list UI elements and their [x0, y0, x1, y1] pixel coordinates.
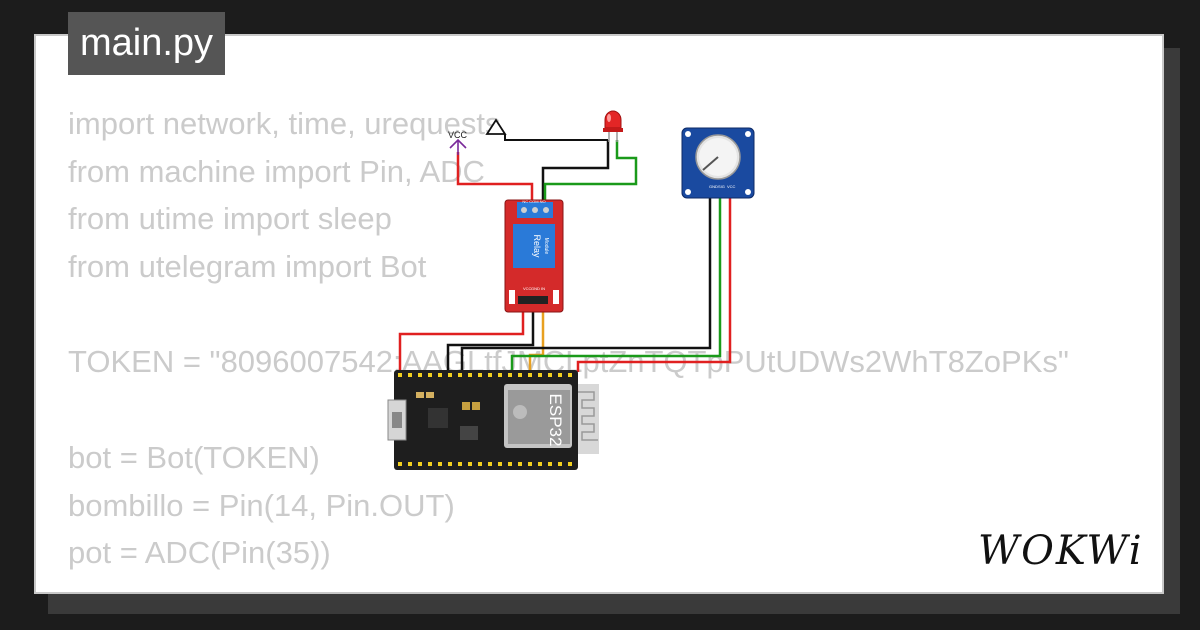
red-led — [603, 110, 623, 142]
relay-label: Relay — [532, 234, 542, 258]
pot-pin-sig: SIG — [718, 184, 725, 189]
wokwi-logo-text: WOKWi — [978, 528, 1144, 574]
pot-pin-gnd: GND — [709, 184, 718, 189]
red-wire-pot-vcc — [576, 197, 732, 372]
esp32-top-pins — [398, 373, 572, 377]
potentiometer: GND SIG VCC — [681, 127, 755, 199]
code-line: TOKEN = "8096007542:AAGLtfJMCLptZnTQTpPU… — [68, 344, 1069, 380]
relay-sublabel: Module — [543, 238, 549, 255]
wires — [398, 140, 732, 372]
code-line: pot = ADC(Pin(35)) — [68, 535, 331, 571]
esp32-board: ESP32 — [387, 370, 599, 470]
esp32-bottom-pins — [398, 462, 572, 466]
green-wire-pot-sig — [510, 197, 722, 372]
code-listing: import network, time, urequests from mac… — [68, 100, 1069, 577]
vcc-symbol: VCC — [448, 130, 468, 155]
code-line: from utelegram import Bot — [68, 249, 427, 285]
file-tab-label: main.py — [80, 22, 214, 64]
code-line: from machine import Pin, ADC — [68, 153, 485, 189]
relay-pin-in: IN — [541, 286, 545, 291]
relay-pin-gnd: GND — [531, 286, 540, 291]
preview-card — [34, 34, 1164, 594]
code-line: bot = Bot(TOKEN) — [68, 439, 320, 475]
relay-terminals: NC COM NO — [522, 199, 545, 204]
vcc-label: VCC — [448, 130, 468, 140]
pot-pin-vcc: VCC — [727, 184, 736, 189]
relay-module: NC COM NO Relay Module VCC GND IN — [504, 199, 564, 313]
code-line: import network, time, urequests — [68, 106, 501, 141]
relay-pin-vcc: VCC — [523, 286, 532, 291]
red-wire-relay-vcc — [398, 310, 525, 372]
code-line: bombillo = Pin(14, Pin.OUT) — [68, 487, 455, 523]
red-wire-vcc — [456, 152, 534, 204]
file-tab[interactable]: main.py — [68, 12, 226, 75]
esp32-label: ESP32 — [546, 394, 565, 447]
code-line: from utime import sleep — [68, 201, 392, 237]
black-wire-led — [541, 140, 610, 204]
ground-symbol — [485, 118, 608, 141]
wokwi-logo: WOKWi — [978, 528, 1144, 574]
green-wire-led — [543, 140, 638, 204]
black-wire-relay-gnd — [446, 310, 535, 372]
black-wire-pot-gnd — [460, 197, 712, 372]
